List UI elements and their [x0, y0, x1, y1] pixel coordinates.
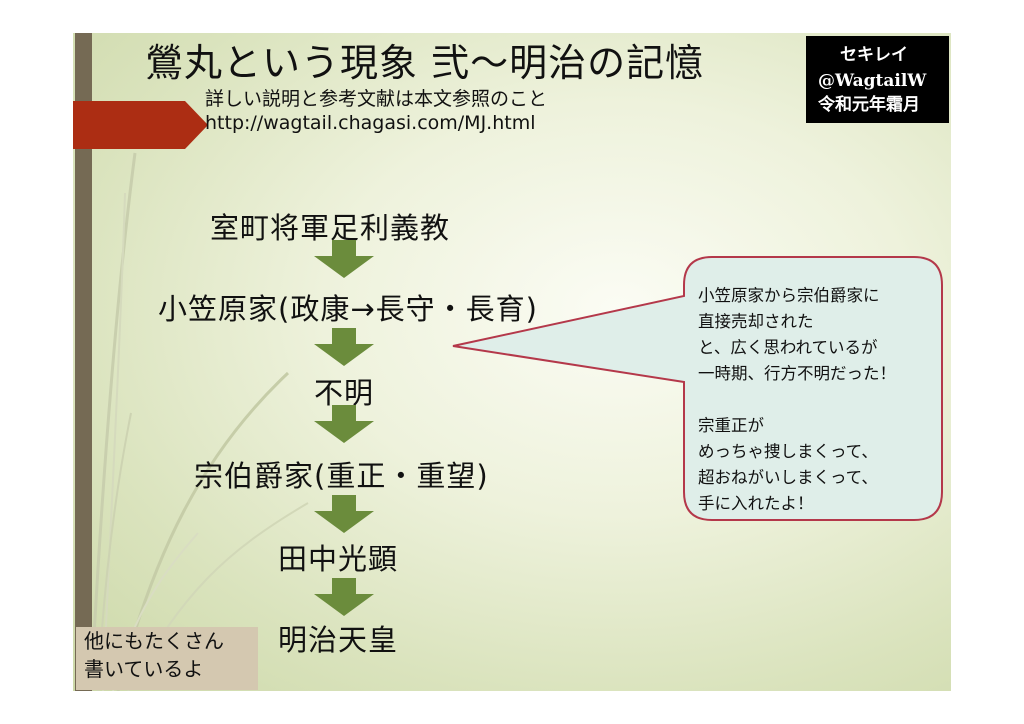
flow-node-meiji: 明治天皇 — [278, 623, 399, 657]
author-badge: セキレイ @WagtailW 令和元年霜月 — [806, 36, 949, 123]
subtitle: 詳しい説明と参考文献は本文参照のこと — [205, 88, 548, 110]
author-name: セキレイ — [840, 45, 908, 65]
red-flag-shape — [73, 101, 208, 149]
note-line-1: 他にもたくさん — [84, 629, 224, 653]
callout-text: 小笠原家から宗伯爵家に 直接売却された と、広く思われているが 一時期、行方不明… — [698, 286, 896, 513]
down-arrow-icon — [314, 495, 374, 533]
down-arrow-icon — [314, 240, 374, 278]
flow-node-tanaka: 田中光顕 — [278, 542, 399, 576]
flow-node-ogasawara: 小笠原家(政康→長守・長育) — [158, 292, 538, 326]
url-text: http://wagtail.chagasi.com/MJ.html — [205, 112, 536, 134]
flow-node-ashikaga: 室町将軍足利義教 — [210, 211, 451, 245]
page-title: 鶯丸という現象 弐～明治の記憶 — [145, 41, 705, 85]
author-handle: @WagtailW — [818, 71, 927, 91]
side-bar — [75, 33, 92, 691]
down-arrow-icon — [314, 405, 374, 443]
note-box: 他にもたくさん 書いているよ — [76, 627, 258, 690]
author-date: 令和元年霜月 — [818, 95, 920, 115]
note-line-2: 書いているよ — [84, 657, 204, 681]
flow-node-so-family: 宗伯爵家(重正・重望) — [194, 459, 489, 493]
flow-node-unknown: 不明 — [314, 376, 375, 410]
down-arrow-icon — [314, 578, 374, 616]
down-arrow-icon — [314, 328, 374, 366]
